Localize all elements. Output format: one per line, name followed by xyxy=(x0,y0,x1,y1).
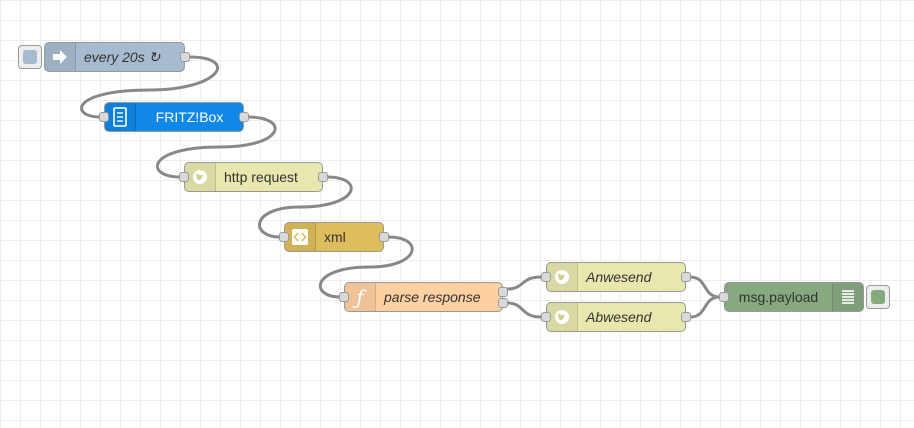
debug-toggle-indicator xyxy=(871,290,885,304)
http-request-input-port[interactable] xyxy=(179,172,189,182)
page-icon xyxy=(105,103,136,131)
anwesend-output-port[interactable] xyxy=(681,272,691,282)
wire-http-to-xml[interactable] xyxy=(258,175,353,239)
http-request-output-port[interactable] xyxy=(318,172,328,182)
list-icon xyxy=(832,283,863,311)
fritzbox-input-port[interactable] xyxy=(99,112,109,122)
parse-response-output-port-1[interactable] xyxy=(498,287,508,297)
globe-icon xyxy=(185,163,216,191)
parse-response-output-port-2[interactable] xyxy=(498,298,508,308)
wire-fritzbox-to-http[interactable] xyxy=(155,115,277,179)
xml-output-port[interactable] xyxy=(379,232,389,242)
debug-toggle-button[interactable] xyxy=(866,285,890,309)
wire-parse-to-abwesend[interactable] xyxy=(505,301,543,319)
wire-abwesend-to-debug[interactable] xyxy=(688,295,722,319)
abwesend-output-port[interactable] xyxy=(681,312,691,322)
function-icon: ƒ xyxy=(345,283,376,311)
parse-response-node-label: parse response xyxy=(384,289,481,305)
abwesend-node[interactable]: Abwesend xyxy=(541,302,691,332)
debug-input-port[interactable] xyxy=(719,292,729,302)
fritzbox-output-port[interactable] xyxy=(239,112,249,122)
inject-node[interactable]: every 20s ↻ xyxy=(44,42,190,72)
fritzbox-node-label: FRITZ!Box xyxy=(155,109,224,125)
anwesend-input-port[interactable] xyxy=(541,272,551,282)
wire-inject-to-fritzbox[interactable] xyxy=(80,55,219,119)
debug-node[interactable]: msg.payload xyxy=(719,282,864,312)
xml-node-label: xml xyxy=(324,229,346,245)
anwesend-node[interactable]: Anwesend xyxy=(541,262,691,292)
debug-node-label: msg.payload xyxy=(738,289,819,305)
xml-input-port[interactable] xyxy=(279,232,289,242)
http-request-node[interactable]: http request xyxy=(179,162,328,192)
parse-response-node[interactable]: ƒ parse response xyxy=(339,282,508,312)
wire-xml-to-parse[interactable] xyxy=(319,235,414,299)
inject-trigger-button[interactable] xyxy=(18,45,42,69)
inject-output-port[interactable] xyxy=(180,52,190,62)
globe-icon xyxy=(547,263,578,291)
abwesend-node-label: Abwesend xyxy=(586,309,652,325)
code-brackets-icon xyxy=(285,223,316,251)
fritzbox-node[interactable]: FRITZ!Box xyxy=(99,102,249,132)
anwesend-node-label: Anwesend xyxy=(586,269,652,285)
inject-trigger-indicator xyxy=(23,50,37,64)
abwesend-input-port[interactable] xyxy=(541,312,551,322)
arrow-right-icon xyxy=(45,43,76,71)
inject-node-label: every 20s ↻ xyxy=(84,48,161,65)
globe-icon xyxy=(547,303,578,331)
wire-parse-to-anwesend[interactable] xyxy=(505,275,543,291)
wire-anwesend-to-debug[interactable] xyxy=(688,275,722,299)
http-request-node-label: http request xyxy=(224,169,298,185)
parse-response-input-port[interactable] xyxy=(339,292,349,302)
xml-node[interactable]: xml xyxy=(279,222,389,252)
